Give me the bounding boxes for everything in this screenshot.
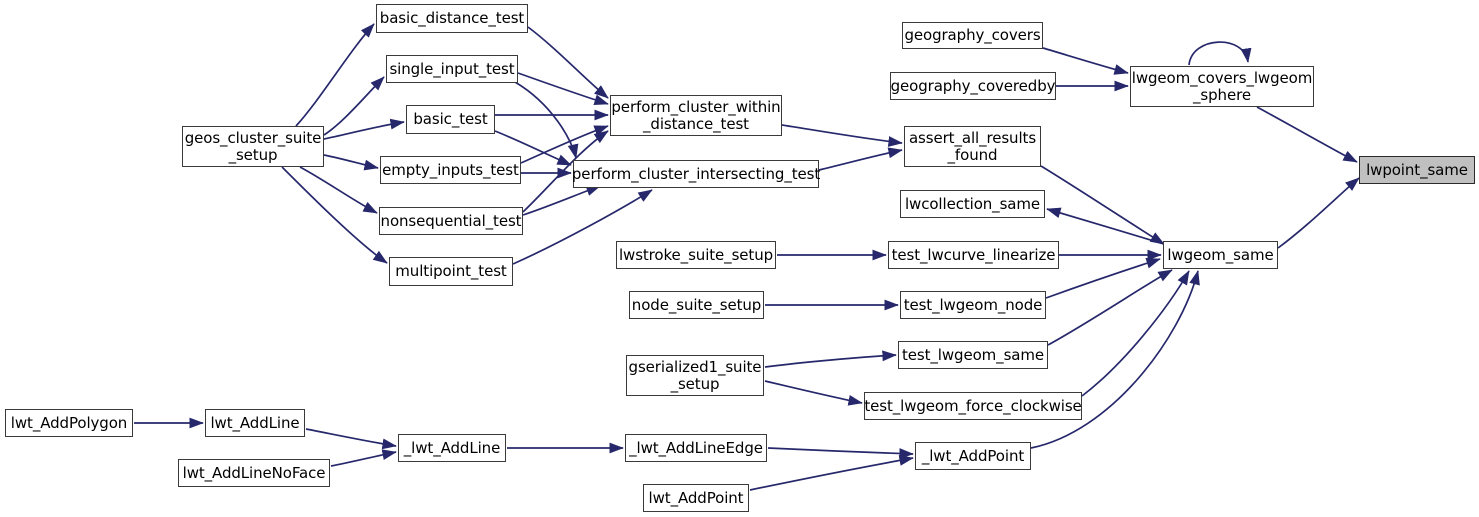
graph-node-test_lwgeom_force_clockwise[interactable]: test_lwgeom_force_clockwise — [864, 392, 1082, 420]
graph-edge — [781, 124, 903, 147]
graph-edge — [764, 380, 863, 406]
graph-edge — [512, 189, 653, 265]
graph-node-_lwt_AddPoint[interactable]: _lwt_AddPoint — [915, 442, 1031, 470]
graph-edge — [281, 166, 388, 264]
graph-edge — [764, 350, 897, 368]
graph-edge — [1045, 257, 1161, 299]
graph-edge — [323, 118, 405, 140]
graph-node-empty_inputs_test[interactable]: empty_inputs_test — [380, 156, 521, 184]
graph-edge — [520, 125, 609, 164]
graph-edge — [818, 147, 903, 171]
graph-edge — [514, 81, 579, 159]
graph-edge — [1042, 47, 1129, 75]
graph-node-lwt_AddLine[interactable]: lwt_AddLine — [205, 409, 305, 437]
graph-edge — [1256, 106, 1358, 163]
graph-node-_lwt_AddLineEdge[interactable]: _lwt_AddLineEdge — [625, 434, 767, 462]
graph-edge — [767, 447, 914, 460]
graph-edge — [295, 23, 375, 127]
graph-edge — [1030, 270, 1200, 449]
graph-node-lwt_AddPolygon[interactable]: lwt_AddPolygon — [5, 409, 133, 437]
graph-edge — [1046, 207, 1165, 245]
graph-node-geography_coveredby[interactable]: geography_coveredby — [890, 72, 1056, 100]
graph-edge — [299, 166, 378, 214]
graph-node-assert_all_results_found[interactable]: assert_all_results _found — [904, 126, 1041, 167]
graph-node-gserialized1_suite_setup[interactable]: gserialized1_suite _setup — [626, 355, 764, 396]
graph-edge — [330, 449, 397, 467]
graph-edge — [323, 154, 379, 171]
graph-edge — [517, 72, 609, 106]
graph-edge — [527, 26, 609, 99]
graph-node-basic_test[interactable]: basic_test — [406, 105, 495, 134]
graph-node-_lwt_AddLine[interactable]: _lwt_AddLine — [398, 434, 506, 462]
graph-node-nonsequential_test[interactable]: nonsequential_test — [379, 207, 523, 235]
graph-edge — [494, 130, 572, 166]
graph-node-geos_cluster_suite_setup[interactable]: geos_cluster_suite _setup — [182, 126, 324, 167]
graph-node-geography_covers[interactable]: geography_covers — [902, 22, 1043, 49]
graph-edge — [1277, 177, 1360, 249]
graph-node-test_lwgeom_same[interactable]: test_lwgeom_same — [898, 341, 1048, 369]
graph-node-lwgeom_same[interactable]: lwgeom_same — [1163, 241, 1278, 269]
graph-node-lwpoint_same[interactable]: lwpoint_same — [1359, 156, 1475, 184]
graph-edge — [1040, 165, 1165, 245]
graph-node-lwt_AddPoint[interactable]: lwt_AddPoint — [643, 484, 749, 512]
graph-edge — [749, 455, 914, 491]
graph-node-lwstroke_suite_setup[interactable]: lwstroke_suite_setup — [616, 241, 776, 269]
graph-node-basic_distance_test[interactable]: basic_distance_test — [376, 4, 528, 33]
graph-edge — [1081, 270, 1190, 397]
graph-edge — [305, 428, 397, 450]
graph-node-lwcollection_same[interactable]: lwcollection_same — [900, 190, 1045, 218]
graph-edge — [1188, 41, 1252, 66]
graph-node-lwgeom_covers_lwgeom_sphere[interactable]: lwgeom_covers_lwgeom _sphere — [1130, 66, 1314, 107]
graph-node-lwt_AddLineNoFace[interactable]: lwt_AddLineNoFace — [178, 459, 330, 487]
graph-edge — [1047, 269, 1173, 346]
graph-node-single_input_test[interactable]: single_input_test — [386, 55, 518, 83]
graph-node-test_lwgeom_node[interactable]: test_lwgeom_node — [900, 291, 1046, 319]
graph-node-perform_cluster_intersecting_test[interactable]: perform_cluster_intersecting_test — [572, 160, 820, 188]
graph-node-test_lwcurve_linearize[interactable]: test_lwcurve_linearize — [888, 241, 1059, 269]
graph-edge — [522, 185, 601, 216]
graph-edge — [323, 76, 385, 136]
graph-node-perform_cluster_within_distance_test[interactable]: perform_cluster_within _distance_test — [610, 95, 782, 136]
graph-node-node_suite_setup[interactable]: node_suite_setup — [629, 291, 764, 319]
graph-node-multipoint_test[interactable]: multipoint_test — [389, 257, 513, 286]
